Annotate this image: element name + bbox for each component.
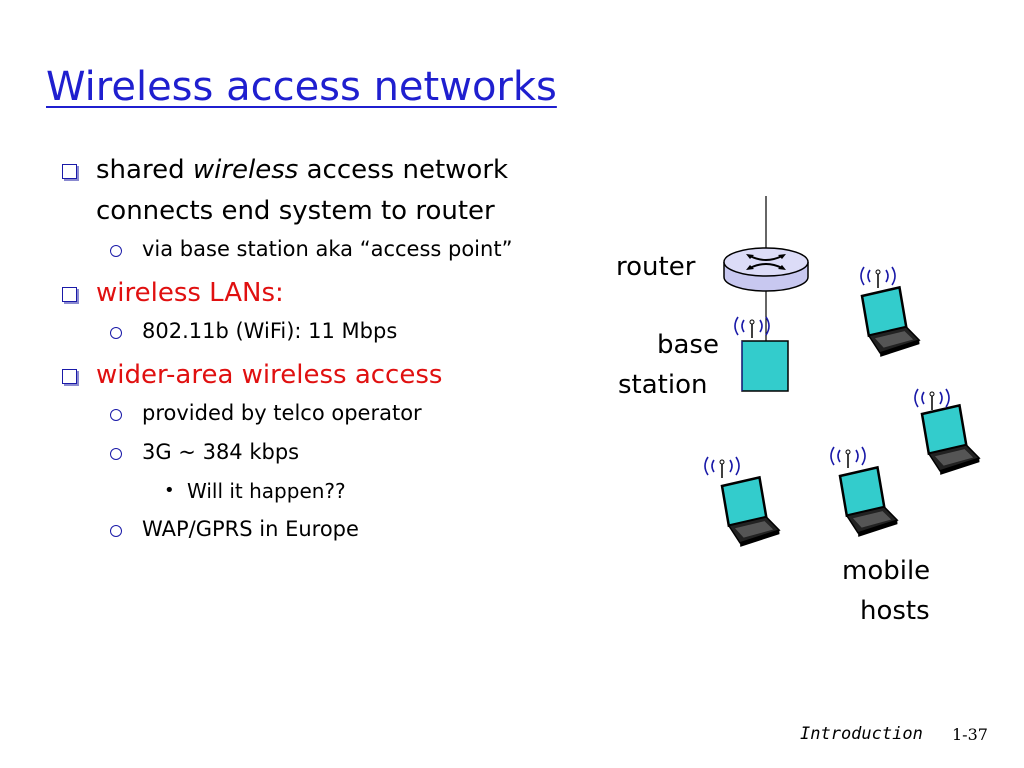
base-station-label-line1: base <box>657 330 719 360</box>
router-icon <box>723 247 809 292</box>
square-bullet-icon <box>62 164 77 179</box>
radio-signal-icon <box>914 388 950 411</box>
bullet-text: wider-area wireless access <box>96 360 443 390</box>
laptop-icon <box>860 284 922 360</box>
sub-bullet-text: 3G ~ 384 kbps <box>142 440 300 464</box>
slide-title: Wireless access networks <box>46 64 557 110</box>
circle-bullet-icon <box>110 409 122 421</box>
base-station-icon <box>741 340 789 392</box>
sub-bullet-wap: WAP/GPRS in Europe <box>60 514 580 545</box>
router-label: router <box>616 252 696 282</box>
radio-signal-icon <box>704 456 740 479</box>
bullet-wider-area: wider-area wireless access <box>60 355 580 396</box>
sub-sub-bullet-text: Will it happen?? <box>187 479 346 503</box>
sub-bullet-base-station: via base station aka “access point” <box>60 234 580 265</box>
radio-signal-icon <box>830 446 866 469</box>
mobile-hosts-label-line1: mobile <box>842 556 931 586</box>
bullet-list: shared wireless access network connects … <box>60 150 580 545</box>
sub-bullet-text: via base station aka “access point” <box>142 237 513 261</box>
bullet-text-post: access network connects end system to ro… <box>96 155 509 226</box>
base-station-label-line2: station <box>618 370 708 400</box>
mobile-hosts-label-line2: hosts <box>860 596 930 626</box>
bullet-text-emphasis: wireless <box>192 155 299 185</box>
square-bullet-icon <box>62 287 77 302</box>
sub-sub-bullet-happen: • Will it happen?? <box>60 476 580 506</box>
laptop-icon <box>920 402 982 478</box>
circle-bullet-icon <box>110 448 122 460</box>
bullet-text: wireless LANs: <box>96 278 284 308</box>
footer-page-number: 1-37 <box>952 725 988 744</box>
sub-bullet-text: 802.11b (WiFi): 11 Mbps <box>142 319 398 343</box>
radio-signal-icon <box>734 316 770 339</box>
square-bullet-icon <box>62 369 77 384</box>
laptop-icon <box>838 464 900 540</box>
sub-bullet-text: provided by telco operator <box>142 401 422 425</box>
laptop-icon <box>720 474 782 550</box>
sub-bullet-telco: provided by telco operator <box>60 398 580 429</box>
bullet-text-pre: shared <box>96 155 193 185</box>
bullet-shared-wireless: shared wireless access network connects … <box>60 150 580 232</box>
circle-bullet-icon <box>110 327 122 339</box>
circle-bullet-icon <box>110 245 122 257</box>
bullet-wireless-lans: wireless LANs: <box>60 273 580 314</box>
sub-bullet-3g: 3G ~ 384 kbps <box>60 437 580 468</box>
footer-section: Introduction <box>800 724 923 744</box>
sub-bullet-text: WAP/GPRS in Europe <box>142 517 359 541</box>
sub-bullet-wifi: 802.11b (WiFi): 11 Mbps <box>60 316 580 347</box>
circle-bullet-icon <box>110 525 122 537</box>
radio-signal-icon <box>860 266 896 289</box>
dot-bullet-icon: • <box>164 480 175 501</box>
